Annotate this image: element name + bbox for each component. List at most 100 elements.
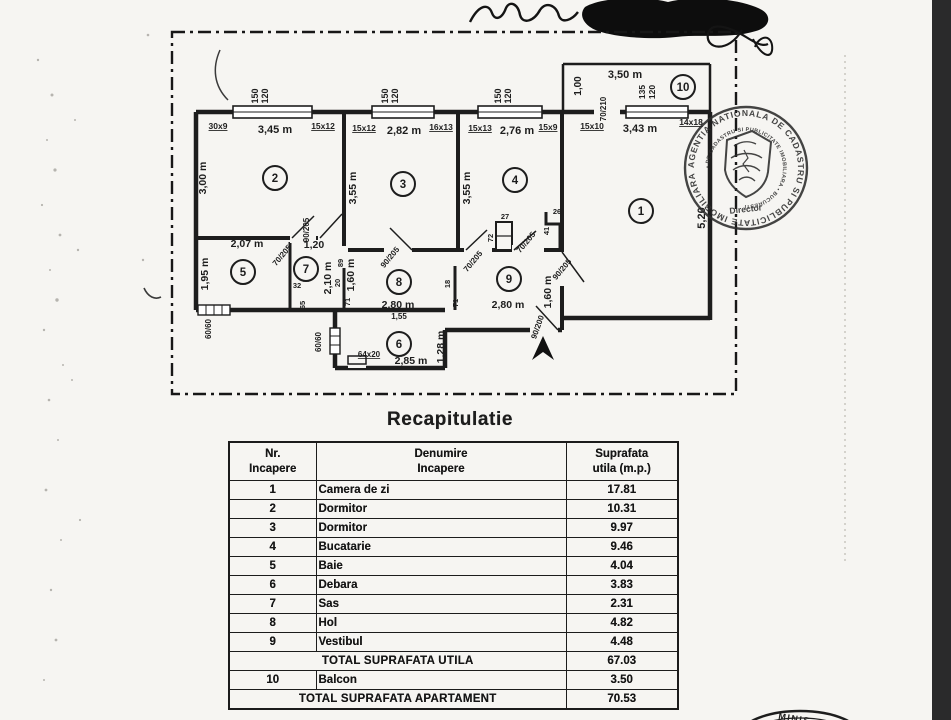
plan-dimension-label: 2,10 m [322, 262, 334, 295]
plan-dimension-label: 1,95 m [199, 258, 211, 291]
plan-dimension-label: 26 [553, 207, 561, 216]
plan-dimension-label: 89 [336, 259, 345, 267]
plan-dimension-label: 3,55 m [461, 172, 473, 205]
room-area-cell: 4.04 [565, 556, 679, 576]
plan-dimension-label: 71 [451, 299, 460, 307]
scanner-edge-band [932, 0, 951, 720]
plan-dimension-label: 2,80 m [382, 299, 415, 311]
room-number: 8 [396, 277, 403, 289]
room-circle [670, 74, 696, 100]
coat-of-arms [723, 129, 773, 199]
plan-dimension-label: 150 [493, 88, 503, 103]
room-number-cell: 8 [228, 613, 317, 633]
room-number: 10 [677, 82, 690, 94]
plan-dimension-label: 64x20 [358, 350, 381, 359]
plan-dimension-label: 60/60 [204, 318, 213, 339]
room-number: 5 [240, 267, 247, 279]
room-number-cell: 1 [228, 480, 317, 500]
plan-dimension-label: 20 [333, 279, 342, 287]
room-circle [230, 259, 256, 285]
plan-dimension-label: 27 [501, 212, 509, 221]
room-name-cell: Hol [315, 613, 567, 633]
plan-dimension-label: 1,20 [304, 239, 325, 251]
room-name-cell: Balcon [315, 670, 567, 690]
total-label: TOTAL SUPRAFATA APARTAMENT [228, 689, 567, 710]
plan-dimension-label: 120 [503, 88, 513, 103]
room-number: 7 [303, 264, 309, 276]
room-number-cell: 3 [228, 518, 317, 538]
room-circle [293, 256, 319, 282]
plan-dimension-label: 15x13 [468, 123, 492, 133]
room-area-cell: 2.31 [565, 594, 679, 614]
plan-dimension-label: 15x9 [539, 122, 558, 132]
plan-dimension-label: 1,55 [391, 312, 407, 321]
room-name-cell: Dormitor [315, 499, 567, 519]
room-area-cell: 17.81 [565, 480, 679, 500]
room-name-cell: Dormitor [315, 518, 567, 538]
room-area-cell: 4.82 [565, 613, 679, 633]
room-area-cell: 9.46 [565, 537, 679, 557]
room-number-cell: 10 [228, 670, 317, 690]
room-area-cell: 3.83 [565, 575, 679, 595]
plan-dimension-label: 1,00 [573, 76, 584, 96]
stamp-director-text: Director [729, 202, 763, 215]
plan-dimension-label: 1,60 m [345, 259, 357, 292]
plan-dimension-label: 120 [260, 88, 270, 103]
scan-noise [36, 33, 150, 681]
room-number: 6 [396, 339, 402, 351]
room-area-cell: 4.48 [565, 632, 679, 652]
bottom-stamp-text: MINIS [778, 711, 812, 720]
plan-dimension-label: 120 [390, 88, 400, 103]
plan-dimension-label: 70/210 [599, 96, 608, 121]
room-circle [496, 266, 522, 292]
plan-dimension-label: 2,76 m [500, 125, 534, 137]
plan-dimension-label: 120 [647, 85, 657, 99]
plan-dimension-label: 2,82 m [387, 125, 421, 137]
room-circle [502, 167, 528, 193]
plan-dimension-label: 41 [542, 227, 551, 235]
plan-dimension-label: 2,07 m [231, 238, 264, 250]
pen-arc-mark [214, 49, 229, 101]
room-circle [386, 331, 412, 357]
total-area-value: 67.03 [565, 651, 679, 671]
plan-dimension-label: 3,55 m [347, 172, 359, 205]
plan-dimension-label: 1,28 m [435, 331, 447, 364]
plan-dimension-label: 60/60 [314, 331, 323, 352]
room-circle [262, 165, 288, 191]
plan-dimension-label: 18 [443, 280, 452, 288]
total-area-value: 70.53 [565, 689, 679, 710]
room-name-cell: Vestibul [315, 632, 567, 652]
recap-title: Recapitulatie [386, 409, 514, 430]
room-number: 4 [512, 175, 519, 187]
plan-dimension-label: 16x13 [429, 122, 453, 132]
room-number-cell: 7 [228, 594, 317, 614]
room-area-cell: 10.31 [565, 499, 679, 519]
room-circle [386, 269, 412, 295]
plan-dimension-label: 30x9 [209, 121, 228, 131]
plan-dimension-label: 1,60 m [542, 276, 554, 309]
room-number: 3 [400, 179, 406, 191]
plan-dimension-label: 72 [486, 234, 495, 242]
room-name-cell: Bucatarie [315, 537, 567, 557]
plan-dimension-label: 150 [380, 88, 390, 103]
col-header-nr: Nr.Incapere [228, 441, 317, 481]
north-arrow [532, 336, 554, 360]
redaction-blob [582, 0, 769, 39]
scan-mark [143, 287, 162, 299]
